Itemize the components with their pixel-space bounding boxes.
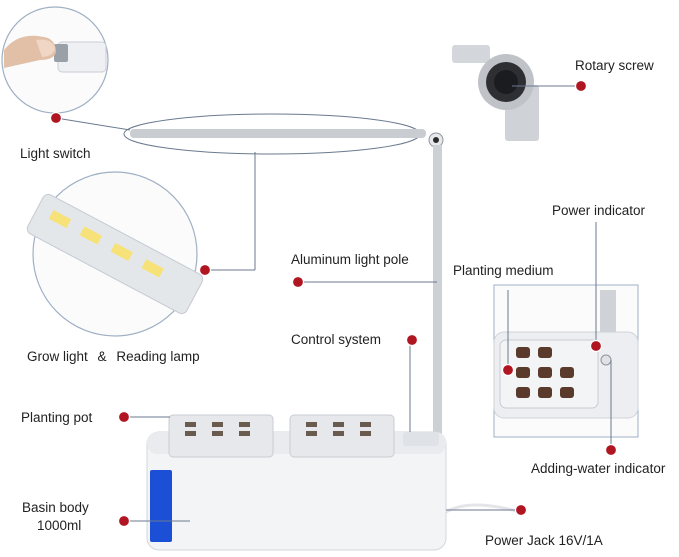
callout-markers [49, 79, 618, 528]
planting-pot-right [289, 414, 395, 458]
label-basin-capacity: 1000ml [37, 518, 82, 533]
label-grow-light: Grow light [27, 349, 88, 364]
label-planting-medium: Planting medium [453, 263, 554, 278]
grow-light-detail [26, 171, 204, 337]
leader-lines [55, 85, 612, 522]
label-aluminum-light-pole: Aluminum light pole [291, 252, 409, 267]
label-adding-water-indicator: Adding-water indicator [531, 461, 666, 476]
light-switch-detail [1, 6, 109, 114]
marker-planting-pot [117, 410, 131, 424]
marker-control-system [405, 333, 419, 347]
label-reading-lamp: Reading lamp [116, 349, 200, 364]
marker-rotary-screw [574, 79, 588, 93]
marker-grow-light [198, 263, 212, 277]
marker-basin-body [117, 514, 131, 528]
power-cable [445, 503, 521, 514]
marker-adding-water [604, 443, 618, 457]
marker-aluminum-pole [291, 275, 305, 289]
marker-planting-medium [501, 363, 515, 377]
planting-medium-detail [493, 284, 639, 438]
planting-pot-left [168, 414, 274, 458]
aluminum-pole [433, 145, 442, 437]
lamp-arm [123, 113, 444, 155]
marker-light-switch [49, 111, 63, 125]
label-power-indicator: Power indicator [552, 203, 646, 218]
marker-power-indicator [589, 339, 603, 353]
label-control-system: Control system [291, 332, 382, 347]
label-rotary-screw: Rotary screw [575, 58, 654, 73]
label-basin-body: Basin body [22, 500, 89, 515]
label-ampersand: & [97, 349, 107, 364]
marker-power-jack [514, 503, 528, 517]
label-planting-pot: Planting pot [21, 410, 93, 425]
label-power-jack: Power Jack 16V/1A [485, 533, 603, 548]
rotary-screw-detail [452, 45, 539, 141]
label-grow-light-reading-lamp: Grow light & Reading lamp [27, 349, 200, 364]
label-light-switch: Light switch [20, 146, 91, 161]
